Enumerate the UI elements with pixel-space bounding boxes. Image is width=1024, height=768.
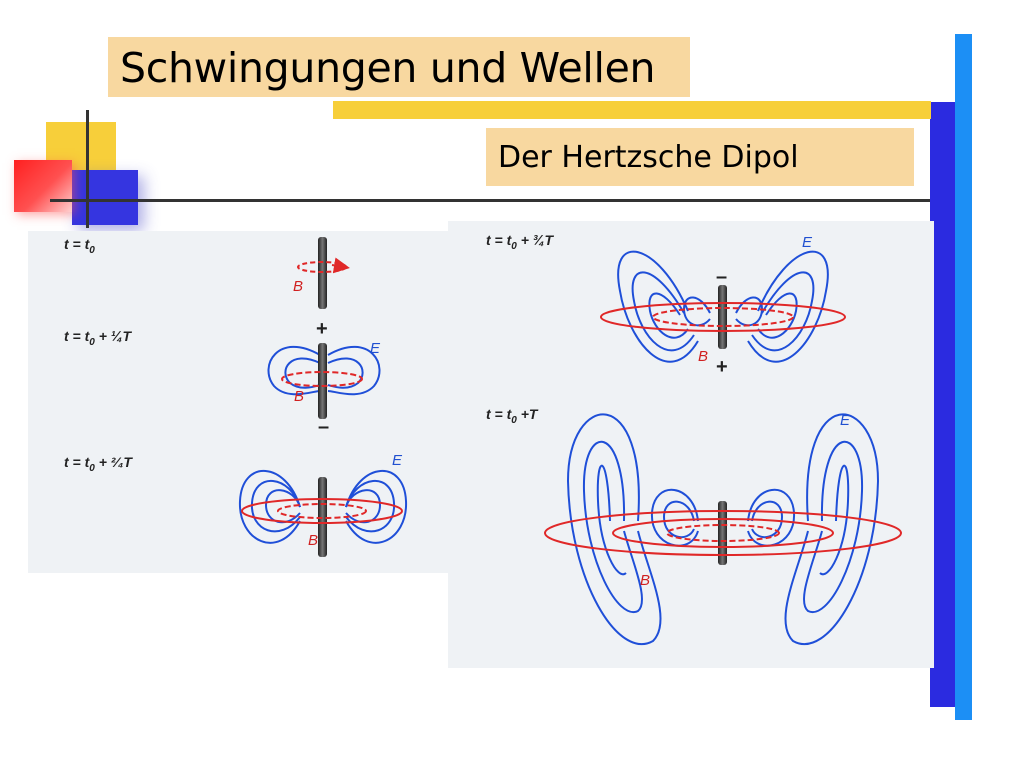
magnetic-field-loop	[612, 518, 834, 548]
magnetic-field-loop	[652, 307, 794, 327]
time-label: t = t0 +T	[486, 406, 539, 426]
minus-sign: –	[318, 416, 329, 438]
subtitle-banner	[486, 128, 914, 186]
title-banner	[108, 37, 690, 97]
magnetic-field-loop	[241, 498, 403, 524]
plus-sign: +	[316, 318, 328, 340]
stage-t0: t = t0 B	[64, 236, 350, 309]
stage-t0-quarter: t = t0 + ¼T + – E B	[64, 318, 381, 438]
stage-t0-half: t = t0 + ²⁄₄T E B	[64, 452, 408, 557]
stage-t0-full: t = t0 +T E B	[486, 406, 902, 645]
e-field-label: E	[392, 452, 403, 469]
magnetic-field-loop	[544, 510, 902, 556]
logo-square-red	[14, 160, 72, 212]
dipol-diagram-left: t = t0 B t = t0 + ¼T + – E B t = t0 + ²⁄…	[64, 236, 408, 557]
b-field-label: B	[293, 278, 303, 295]
b-field-label: B	[640, 572, 650, 589]
magnetic-field-loop	[600, 302, 846, 332]
slide-subtitle: Der Hertzsche Dipol	[498, 140, 799, 175]
divider-line-vertical	[86, 110, 89, 228]
e-field-label: E	[370, 340, 381, 357]
magnetic-field-loop	[281, 371, 363, 387]
time-label: t = t0 + ¾T	[486, 232, 554, 252]
time-label: t = t0 + ¼T	[64, 328, 132, 348]
e-field-label: E	[840, 412, 851, 429]
magnetic-field-loop	[277, 503, 367, 519]
slide-title: Schwingungen und Wellen	[120, 44, 656, 92]
plus-sign: +	[716, 356, 728, 378]
dipol-panel-left: t = t0 B t = t0 + ¼T + – E B t = t0 + ²⁄…	[28, 231, 448, 573]
time-label: t = t0	[64, 236, 95, 256]
b-field-label: B	[698, 348, 708, 365]
dipole-antenna	[318, 343, 327, 419]
b-field-label: B	[294, 388, 304, 405]
dipole-antenna	[318, 237, 327, 309]
dipol-diagram-right: t = t0 + ¾T – + E B t = t0 +T	[486, 232, 902, 645]
header-accent-bar	[333, 101, 931, 119]
dipole-antenna	[718, 285, 727, 349]
dipole-antenna	[718, 501, 727, 565]
time-label: t = t0 + ²⁄₄T	[64, 454, 133, 474]
b-field-label: B	[308, 532, 318, 549]
right-accent-bar-light	[955, 34, 972, 720]
right-accent-bar-dark	[930, 102, 956, 707]
minus-sign: –	[716, 266, 727, 288]
dipol-panel-right: t = t0 + ¾T – + E B t = t0 +T	[448, 221, 934, 668]
magnetic-field-loop	[666, 524, 780, 542]
logo-square-blue	[72, 170, 138, 225]
e-field-label: E	[802, 234, 813, 251]
stage-t0-three-quarter: t = t0 + ¾T – + E B	[486, 232, 846, 378]
dipole-antenna	[318, 477, 327, 557]
divider-line-horizontal	[50, 199, 930, 202]
